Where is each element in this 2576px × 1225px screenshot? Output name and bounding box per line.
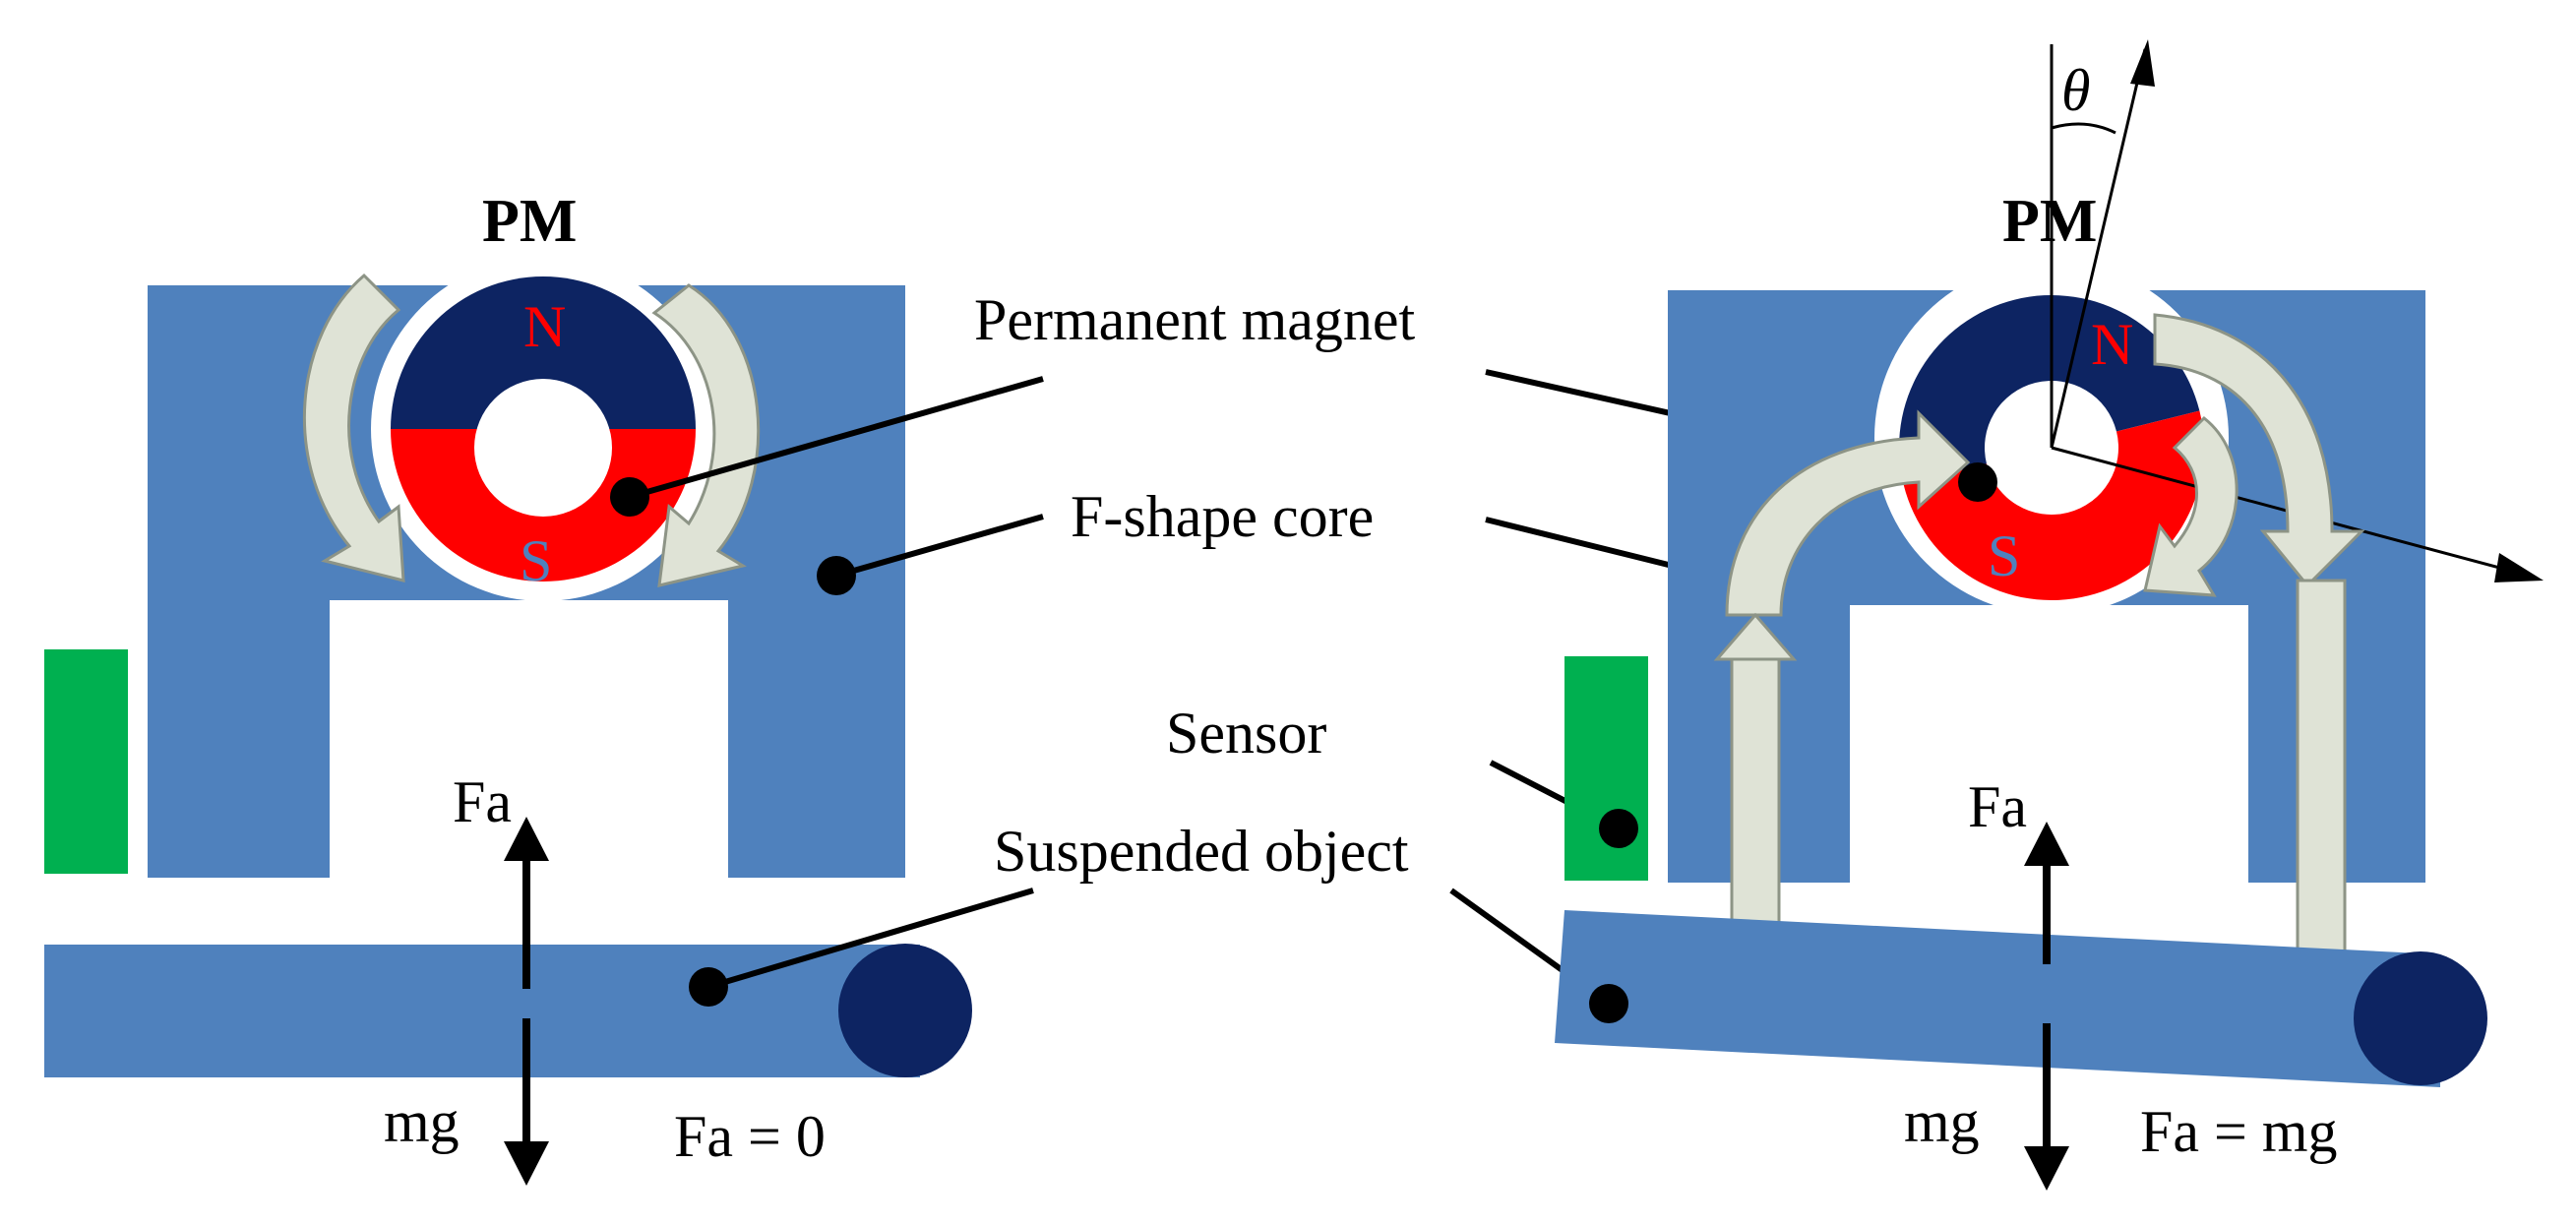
- south-pole-label-right: S: [1988, 523, 2020, 588]
- fa-label-left: Fa: [453, 769, 512, 834]
- condition-label-right: Fa = mg: [2140, 1099, 2338, 1164]
- flux-arrow-arc-left: [1725, 409, 1971, 617]
- permanent-magnet-label: Permanent magnet: [974, 287, 1416, 352]
- right-panel: N S PM θ Fa mg: [1555, 39, 2544, 1191]
- sensor-right: [1564, 656, 1648, 881]
- flux-arrow-arc-right-inner: [2143, 416, 2239, 597]
- mg-label-left: mg: [384, 1089, 460, 1154]
- axis-rotated-up-arrowhead: [2130, 39, 2155, 87]
- pm-label-right: PM: [2002, 188, 2097, 255]
- axis-rotated-right-arrowhead: [2494, 553, 2544, 582]
- sensor-label: Sensor: [1166, 701, 1326, 766]
- suspended-object-label: Suspended object: [994, 819, 1409, 884]
- south-pole-label-left: S: [520, 528, 552, 593]
- suspended-object-end-right: [2354, 951, 2487, 1085]
- fa-label-right: Fa: [1968, 774, 2027, 839]
- flux-arrow-left-outer-left: [303, 273, 405, 582]
- condition-label-left: Fa = 0: [674, 1104, 826, 1169]
- sensor-left: [44, 649, 128, 874]
- flux-path-down-right: [2296, 579, 2347, 966]
- leader-object-left: [707, 888, 1034, 990]
- leader-core-left: [835, 514, 1044, 579]
- axis-rotated-up-right: [2050, 48, 2147, 449]
- north-pole-label-right: N: [2091, 312, 2133, 377]
- left-panel: N S PM Fa mg Fa = 0: [44, 188, 972, 1186]
- sensor-dot-right: [1599, 809, 1638, 848]
- theta-arc: [2051, 122, 2116, 135]
- mg-label-right: mg: [1904, 1089, 1980, 1154]
- leader-pm-left: [629, 376, 1044, 500]
- f-shape-core-label: F-shape core: [1071, 484, 1374, 549]
- pm-dot-right: [1958, 462, 1997, 502]
- suspended-object-end-left: [838, 944, 972, 1077]
- flux-arrow-arc-right-outer: [2153, 313, 2365, 588]
- force-arrows-left: [504, 817, 549, 1186]
- object-dot-right: [1589, 984, 1628, 1023]
- permanent-magnet-left: [391, 276, 696, 582]
- north-pole-label-left: N: [523, 294, 566, 359]
- suspended-object-right: [1555, 910, 2440, 1087]
- flux-path-up-left-arrowhead: [1713, 612, 1798, 661]
- pm-label-left: PM: [482, 188, 577, 255]
- theta-label: θ: [2061, 58, 2090, 123]
- force-arrows-right: [2024, 822, 2069, 1191]
- flux-arrow-left-outer-right: [651, 283, 761, 587]
